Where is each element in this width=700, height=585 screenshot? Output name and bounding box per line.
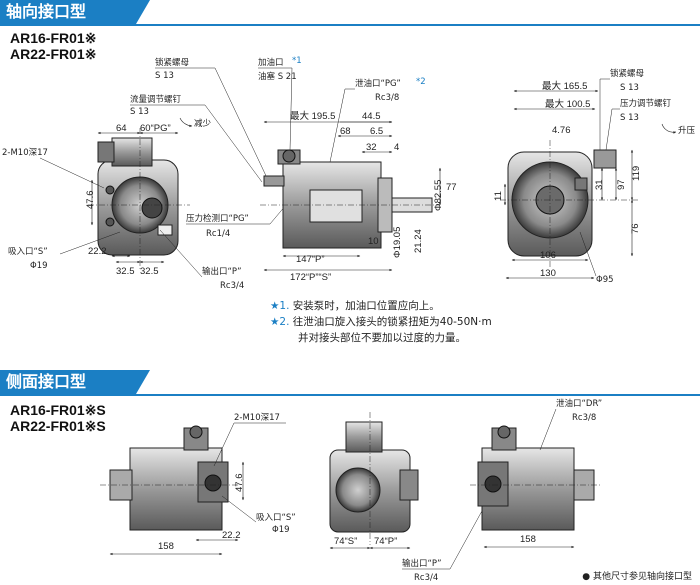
- note-marker: ★1.: [270, 300, 290, 312]
- dim-10: 10: [368, 236, 379, 247]
- label-suction-side-size: Φ19: [272, 525, 290, 535]
- label-suction-size: Φ19: [30, 261, 48, 271]
- dim-106: 106: [540, 250, 556, 261]
- dim-max-165-5: 最大 165.5: [542, 80, 587, 92]
- label-lock-nut-2: 锁紧螺母: [610, 68, 644, 79]
- note-text: 安装泵时，加油口位置应向上。: [292, 300, 440, 312]
- notes-block: ★1. 安装泵时，加油口位置应向上。 ★2. 往泄油口旋入接头的锁紧扭矩为40-…: [270, 298, 492, 346]
- model-list-axial: AR16-FR01※ AR22-FR01※: [10, 30, 96, 62]
- dim-172ps: 172“P”“S”: [290, 272, 331, 283]
- dim-97: 97: [616, 179, 627, 190]
- dim-119: 119: [631, 166, 642, 181]
- model-name: AR22-FR01※: [10, 46, 97, 62]
- section-rule-side: [0, 394, 700, 396]
- side-view-axial: [260, 149, 440, 249]
- dim-77: 77: [446, 182, 457, 193]
- rear-view-axial: [500, 140, 640, 268]
- dim-68: 68: [340, 126, 351, 137]
- footnote: ● 其他尺寸参见轴向接口型: [582, 572, 692, 582]
- label-pressure-port: 压力检测口“PG”: [186, 213, 249, 224]
- label-suction-port: 吸入口“S”: [8, 247, 48, 257]
- dim-158-left: 158: [158, 541, 174, 552]
- rear-side-view-side-port: [470, 425, 600, 531]
- label-outlet-size: Rc3/4: [220, 281, 244, 291]
- dim-60pg: 60“PG”: [140, 123, 171, 134]
- dim-64: 64: [116, 123, 127, 134]
- dim-32-5-left: 32.5: [116, 266, 135, 277]
- label-drain-dr: 泄油口“DR”: [556, 398, 602, 409]
- label-outlet-side-size: Rc3/4: [414, 573, 438, 583]
- label-suction-side: 吸入口“S”: [256, 513, 296, 523]
- note-text: 并对接头部位不要加以过度的力量。: [298, 332, 466, 344]
- label-flow-screw-size: S 13: [130, 107, 149, 117]
- label-outlet-port: 输出口“P”: [202, 266, 242, 277]
- label-drain-size: Rc3/8: [375, 93, 399, 103]
- label-lock-nut-2-size: S 13: [620, 83, 639, 93]
- label-pressure-port-size: Rc1/4: [206, 229, 230, 239]
- side-view-side-port: [100, 425, 240, 531]
- front-view-side-port: [329, 412, 419, 545]
- dim-32: 32: [366, 142, 377, 153]
- dim-32-5-right: 32.5: [140, 266, 159, 277]
- section-rule-axial: [0, 24, 700, 26]
- dim-phi-19-05: Φ19.05: [392, 227, 403, 258]
- dim-6-5: 6.5: [370, 126, 383, 137]
- note-marker: ★2.: [270, 316, 290, 328]
- label-pressure-screw-size: S 13: [620, 113, 639, 123]
- model-name: AR16-FR01※: [10, 30, 97, 46]
- label-lock-nut-size: S 13: [155, 71, 174, 81]
- dim-74s: 74“S”: [334, 536, 357, 547]
- dim-4: 4: [394, 142, 399, 153]
- dim-47-6-side: 47.6: [234, 474, 245, 493]
- dim-max-100-5: 最大 100.5: [545, 98, 590, 110]
- dim-158-right: 158: [520, 534, 536, 545]
- dim-44-5: 44.5: [362, 111, 381, 122]
- note-line-1: ★1. 安装泵时，加油口位置应向上。: [270, 298, 492, 314]
- dim-130: 130: [540, 268, 556, 279]
- model-name: AR22-FR01※S: [10, 418, 106, 434]
- dim-31: 31: [594, 179, 605, 190]
- note-line-3: 并对接头部位不要加以过度的力量。: [270, 330, 492, 346]
- label-drain-dr-size: Rc3/8: [572, 413, 596, 423]
- dim-4-76: 4.76: [552, 125, 571, 136]
- dim-phi-82-55: Φ82.55: [433, 180, 444, 211]
- label-drain-star: *2: [416, 77, 426, 87]
- dim-147p: 147“P”: [296, 254, 325, 265]
- section-title-axial: 轴向接口型: [0, 0, 150, 24]
- note-text: 往泄油口旋入接头的锁紧扭矩为40-50N·m: [292, 316, 492, 328]
- label-outlet-side: 输出口“P”: [402, 558, 442, 569]
- section-title-side-text: 侧面接口型: [6, 372, 87, 391]
- label-phi95: Φ95: [596, 275, 614, 285]
- label-plug: 油塞 S 21: [258, 71, 297, 82]
- label-thread-m10-side: 2-M10深17: [234, 413, 280, 423]
- label-fill-star: *1: [292, 56, 302, 66]
- dim-max-195-5: 最大 195.5: [290, 110, 335, 122]
- dim-74p: 74“P”: [374, 536, 397, 547]
- dim-11: 11: [493, 191, 504, 201]
- section-title-axial-text: 轴向接口型: [6, 2, 87, 21]
- front-view-axial: [88, 128, 190, 270]
- dim-22-2-side: 22.2: [222, 530, 241, 541]
- model-name: AR16-FR01※S: [10, 402, 106, 418]
- label-pressure-screw: 压力调节螺钉: [620, 98, 672, 109]
- dim-21-24: 21.24: [413, 229, 424, 253]
- label-fill-port: 加油口: [258, 57, 284, 68]
- label-thread-m10: 2-M10深17: [2, 148, 48, 158]
- dim-47-6: 47.6: [85, 191, 96, 210]
- dim-76: 76: [630, 223, 641, 234]
- section-title-side: 侧面接口型: [0, 370, 150, 394]
- model-list-side: AR16-FR01※S AR22-FR01※S: [10, 402, 106, 434]
- note-line-2: ★2. 往泄油口旋入接头的锁紧扭矩为40-50N·m: [270, 314, 492, 330]
- label-flow-screw: 流量调节螺钉: [130, 94, 182, 105]
- label-lock-nut: 锁紧螺母: [155, 57, 189, 68]
- label-drain-port: 泄油口“PG”: [355, 78, 401, 89]
- label-reduce: 减少: [194, 118, 212, 129]
- dim-22-2: 22.2: [88, 246, 107, 257]
- label-raise: 升压: [678, 125, 696, 136]
